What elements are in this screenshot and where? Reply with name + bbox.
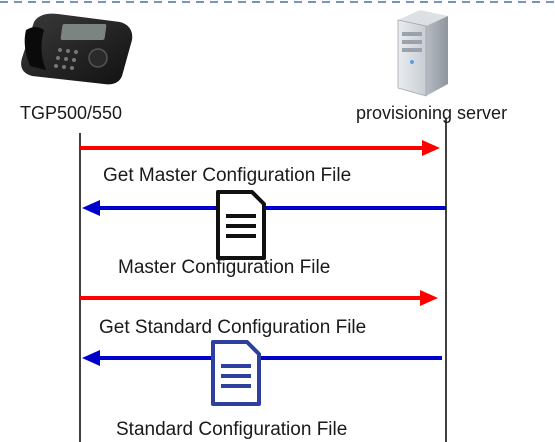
server-label: provisioning server (356, 103, 508, 123)
document-icon-black (216, 190, 266, 260)
message-arrow-get-standard (80, 290, 438, 306)
phone-label: TGP500/550 (20, 103, 123, 123)
message-label-get-master: Get Master Configuration File (103, 165, 352, 186)
message-arrow-get-master (80, 140, 440, 156)
desk-phone-icon (21, 13, 133, 85)
message-label-master: Master Configuration File (118, 257, 331, 278)
server-tower-icon (397, 10, 448, 97)
message-label-standard: Standard Configuration File (116, 419, 348, 440)
message-label-get-standard: Get Standard Configuration File (99, 317, 367, 338)
document-icon-blue (211, 340, 261, 406)
message-arrow-master (82, 200, 446, 216)
message-arrow-standard (82, 350, 442, 366)
